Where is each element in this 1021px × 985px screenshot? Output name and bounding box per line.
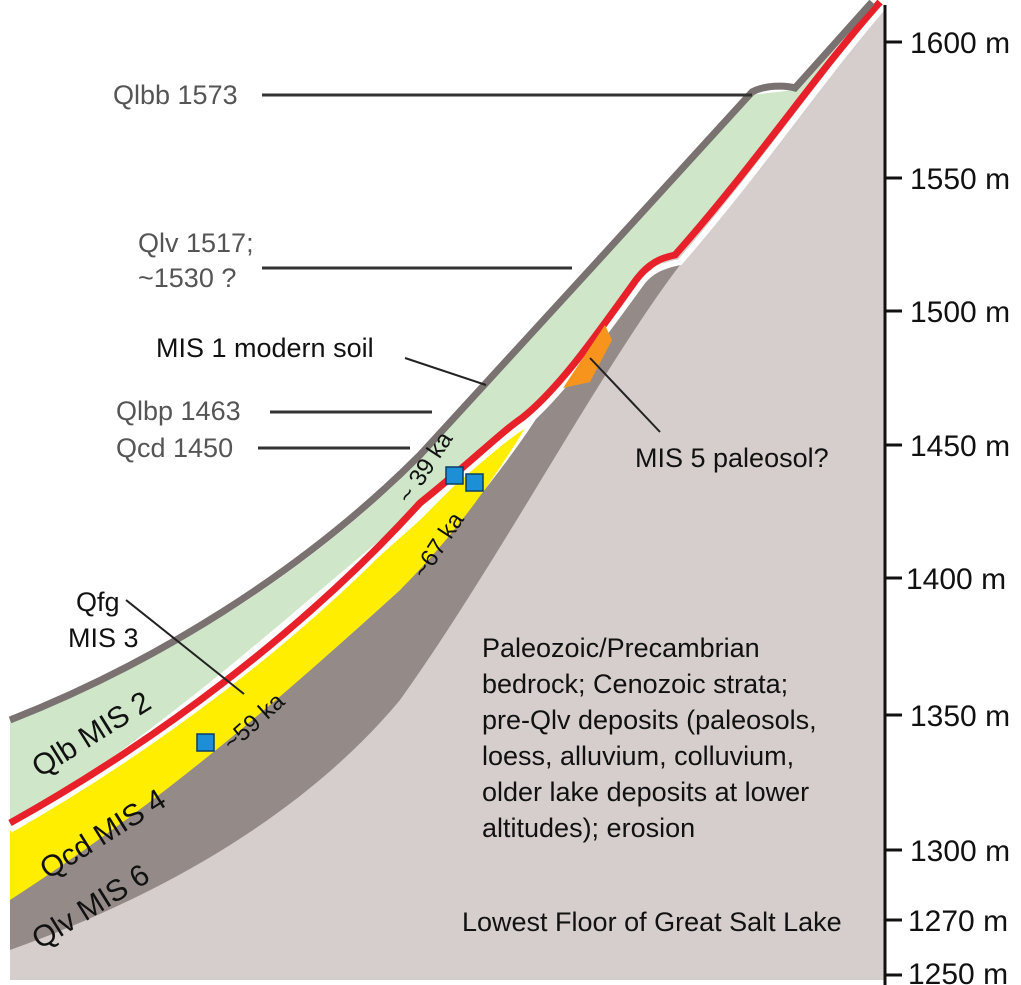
callout-paleosol: MIS 5 paleosol? bbox=[635, 443, 829, 473]
shoreline-label-qlv-line2: ~1530 ? bbox=[138, 263, 236, 293]
tick-label-1450: 1450 m bbox=[910, 430, 1010, 463]
tick-label-1270: 1270 m bbox=[908, 905, 1008, 938]
qcd-mis4-unit bbox=[10, 420, 530, 900]
bedrock-text-line-1: Paleozoic/Precambrian bbox=[482, 633, 760, 663]
white-contact-line bbox=[8, 3, 888, 833]
bedrock-text-line-6: altitudes); erosion bbox=[482, 813, 695, 843]
shoreline-label-qcd: Qcd 1450 bbox=[116, 433, 233, 463]
sample-marker-39ka bbox=[445, 466, 464, 485]
ground-surface-line bbox=[8, 0, 875, 724]
sample-marker-67ka bbox=[465, 473, 484, 492]
bedrock-text-line-3: pre-Qlv deposits (paleosols, bbox=[482, 705, 817, 735]
bedrock-region bbox=[10, 5, 884, 980]
leader-lines bbox=[258, 93, 752, 450]
shoreline-label-qlv-line1: Qlv 1517; bbox=[138, 228, 254, 258]
qlb-mis2-unit bbox=[10, 30, 850, 825]
callout-modern-soil: MIS 1 modern soil bbox=[156, 333, 374, 363]
bedrock-text-line-4: loess, alluvium, colluvium, bbox=[482, 741, 794, 771]
callout-qfg-line2: MIS 3 bbox=[68, 623, 139, 653]
axis-ticks bbox=[885, 40, 902, 977]
tick-label-1300: 1300 m bbox=[910, 835, 1010, 868]
tick-label-1250: 1250 m bbox=[908, 958, 1008, 985]
sample-marker-59ka bbox=[196, 733, 215, 752]
shoreline-label-qlbb: Qlbb 1573 bbox=[113, 80, 238, 110]
tick-label-1400: 1400 m bbox=[906, 563, 1006, 596]
callout-lines bbox=[125, 357, 661, 695]
tick-label-1500: 1500 m bbox=[910, 296, 1010, 329]
red-soil-line bbox=[8, 0, 883, 827]
shoreline-label-qlbp: Qlbp 1463 bbox=[116, 396, 241, 426]
lake-floor-label: Lowest Floor of Great Salt Lake bbox=[462, 907, 842, 937]
tick-label-1600: 1600 m bbox=[910, 27, 1010, 60]
bedrock-text-line-2: bedrock; Cenozoic strata; bbox=[482, 669, 788, 699]
bedrock-text-line-5: older lake deposits at lower bbox=[482, 777, 809, 807]
tick-label-1350: 1350 m bbox=[910, 700, 1010, 733]
tick-label-1550: 1550 m bbox=[910, 163, 1010, 196]
callout-qfg-line1: Qfg bbox=[76, 587, 120, 617]
mis5-paleosol bbox=[563, 325, 612, 388]
